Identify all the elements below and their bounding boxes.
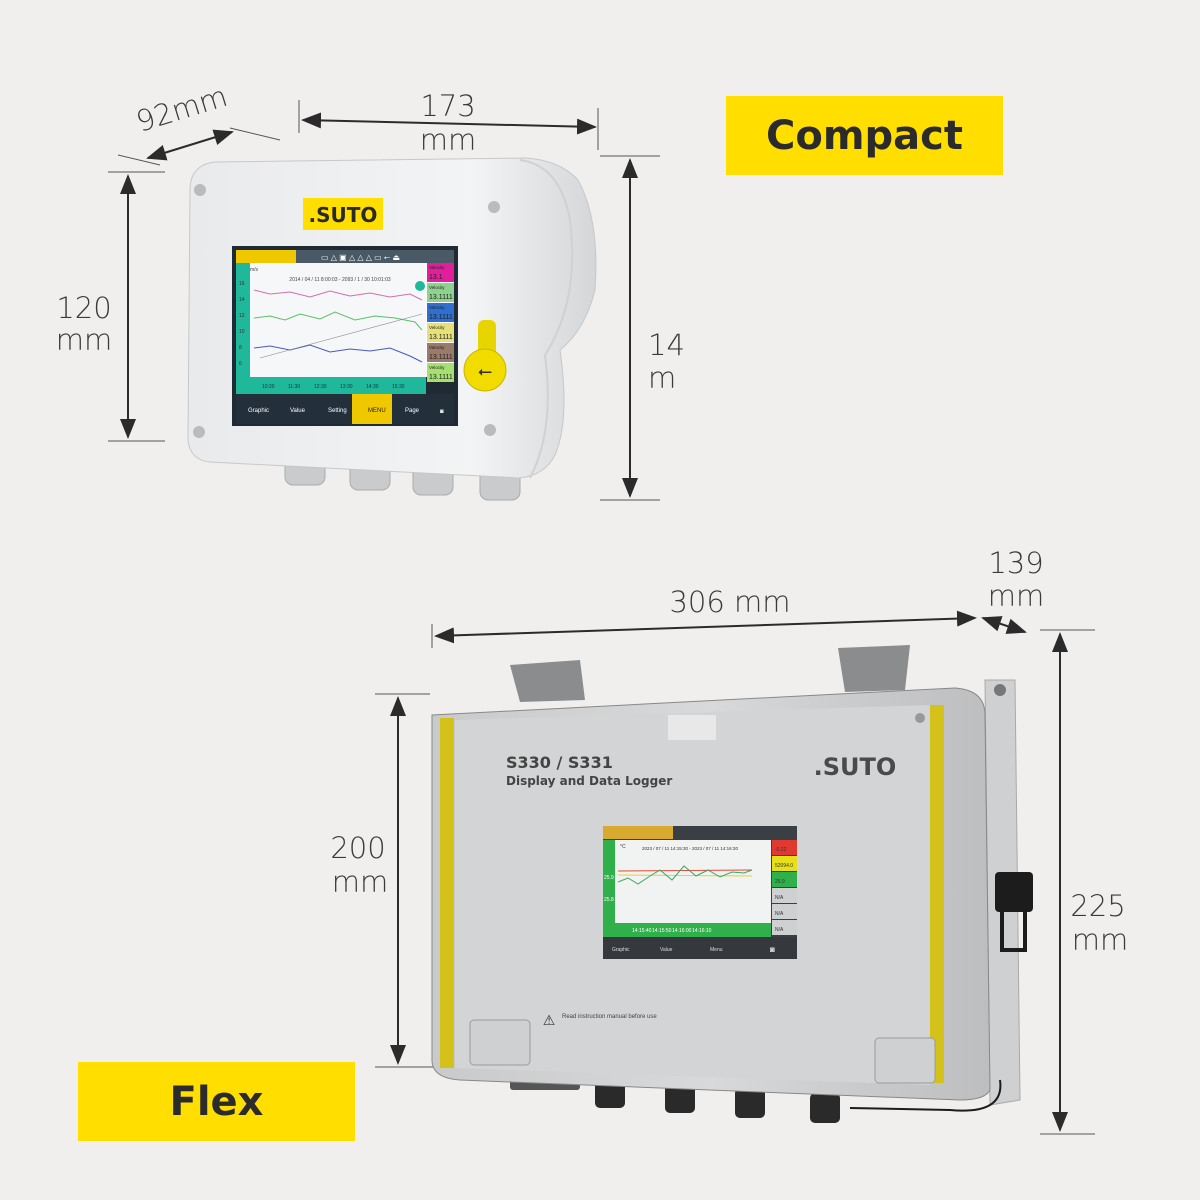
value-tile: [772, 904, 797, 919]
compact-width-unit: mm: [420, 123, 477, 157]
channel-label: Velocity: [429, 305, 445, 310]
channel-label: Velocity: [429, 345, 445, 350]
compact-screen: ▭ △ ▣ △ △ △ ▭ ⭠ ⏏ m/s 2014 / 04 / 11 8:0…: [232, 246, 458, 426]
warning-icon: ⚠: [543, 1012, 556, 1028]
channel-value: 13.1111: [429, 294, 453, 301]
channel-tile: [427, 263, 454, 282]
value-text: N/A: [775, 895, 784, 901]
x-tick-label: 15:30: [392, 384, 405, 390]
channel-label: Velocity: [429, 325, 445, 330]
x-tick-label: 12:30: [314, 384, 327, 390]
flex-menu-button[interactable]: Menu: [710, 947, 723, 953]
compact-height-unit: mm: [56, 323, 113, 357]
y-tick-label: 8: [239, 345, 242, 351]
compact-width-value: 173: [420, 89, 475, 123]
channel-value: 13.1: [429, 274, 443, 281]
channel-value: 13.1111: [429, 354, 453, 361]
flex-screen: °C 2023 / 07 / 11 14:15:30 - 2023 / 07 /…: [603, 826, 797, 959]
channel-tile: [427, 343, 454, 362]
value-tile: [772, 920, 797, 935]
value-text: -0.22: [775, 847, 787, 853]
compact-depth-label: 92mm: [132, 79, 231, 139]
compact-total-height-unit: m: [648, 361, 676, 395]
channel-value: 13.1111: [429, 334, 453, 341]
compact-total-height-value: 14: [648, 328, 685, 362]
x-tick-label: 14:15:50: [652, 928, 672, 934]
compact-height-value: 120: [56, 291, 111, 325]
channel-label: Velocity: [429, 365, 445, 370]
x-tick-label: 14:15:40: [632, 928, 652, 934]
svg-text:°C: °C: [620, 844, 626, 850]
y-tick-label: 16: [239, 281, 245, 287]
compact-logo-badge: [303, 198, 383, 230]
compact-label: Compact: [726, 96, 1003, 175]
flex-date-range: 2023 / 07 / 11 14:15:30 - 2023 / 07 / 11…: [642, 846, 738, 851]
compact-device: .SUTO ⭠ ▭ △ ▣ △ △ △ ▭ ⭠ ⏏ m/s 2014 / 04 …: [187, 157, 597, 501]
y-tick-label: 6: [239, 361, 242, 367]
value-tile: [772, 872, 797, 887]
flex-value-button[interactable]: Value: [660, 947, 673, 953]
compact-dimensions: 92mm 173 mm 120 mm 14 m: [56, 79, 685, 501]
flex-height-unit: mm: [332, 865, 389, 899]
camera-icon[interactable]: ◙: [440, 409, 444, 415]
status-icons: ▭ △ ▣ △ △ △ ▭ ⭠ ⏏: [321, 253, 400, 262]
channel-label: Velocity: [429, 265, 445, 270]
channel-value: 13.1111: [429, 314, 453, 321]
value-tile: [772, 840, 797, 855]
flex-logo: .SUTO: [814, 753, 897, 781]
flex-depth-unit: mm: [988, 579, 1045, 613]
channel-tile: [427, 283, 454, 302]
flex-total-height-unit: mm: [1072, 923, 1129, 957]
value-text: N/A: [775, 911, 784, 917]
channel-tile: [427, 323, 454, 342]
x-tick-label: 14:16:00: [672, 928, 692, 934]
x-tick-label: 13:30: [340, 384, 353, 390]
value-text: 25.9: [775, 879, 785, 885]
flex-graphic-button[interactable]: Graphic: [612, 947, 630, 953]
warning-text: Read instruction manual before use: [562, 1014, 657, 1020]
page-button[interactable]: Page: [405, 408, 420, 414]
svg-text:m/s: m/s: [250, 267, 259, 273]
setting-button[interactable]: Setting: [328, 408, 347, 414]
compact-logo: .SUTO: [309, 203, 378, 227]
flex-subtitle: Display and Data Logger: [506, 774, 672, 788]
usb-port-cap: ⭠: [463, 320, 507, 392]
x-tick-label: 14:16:10: [692, 928, 712, 934]
menu-button[interactable]: MENU: [368, 408, 386, 414]
x-tick-label: 14:30: [366, 384, 379, 390]
graphic-button[interactable]: Graphic: [248, 408, 269, 414]
value-text: N/A: [775, 927, 784, 933]
x-tick-label: 11:30: [288, 384, 300, 390]
compact-date-range: 2014 / 04 / 11 8:00:03 - 2093 / 1 / 30 1…: [289, 277, 391, 283]
svg-text:25.9: 25.9: [604, 875, 614, 881]
flex-height-value: 200: [330, 831, 385, 865]
value-tile: [772, 888, 797, 903]
y-tick-label: 10: [239, 329, 245, 335]
flex-depth-value: 139: [988, 546, 1043, 580]
value-tile: [772, 856, 797, 871]
flex-dimensions: 306 mm 139 mm 200 mm 225 mm: [330, 546, 1129, 1135]
y-tick-label: 12: [239, 313, 245, 319]
value-text: 52094.0: [775, 863, 793, 869]
channel-label: Velocity: [429, 285, 445, 290]
usb-icon: ⭠: [478, 361, 492, 381]
y-tick-label: 14: [239, 297, 245, 303]
channel-value: 13.1111: [429, 374, 453, 381]
value-button[interactable]: Value: [290, 408, 306, 414]
flex-width-label: 306 mm: [669, 585, 790, 619]
x-tick-label: 10:20: [262, 384, 275, 390]
svg-text:25.8: 25.8: [604, 897, 614, 903]
flex-camera-icon[interactable]: ◙: [770, 945, 775, 954]
flex-label: Flex: [78, 1062, 355, 1141]
flex-model: S330 / S331: [506, 753, 613, 772]
flex-total-height-value: 225: [1070, 889, 1125, 923]
channel-tile: [427, 303, 454, 322]
channel-tile: [427, 363, 454, 382]
flex-device: S330 / S331 Display and Data Logger .SUT…: [431, 645, 1033, 1123]
